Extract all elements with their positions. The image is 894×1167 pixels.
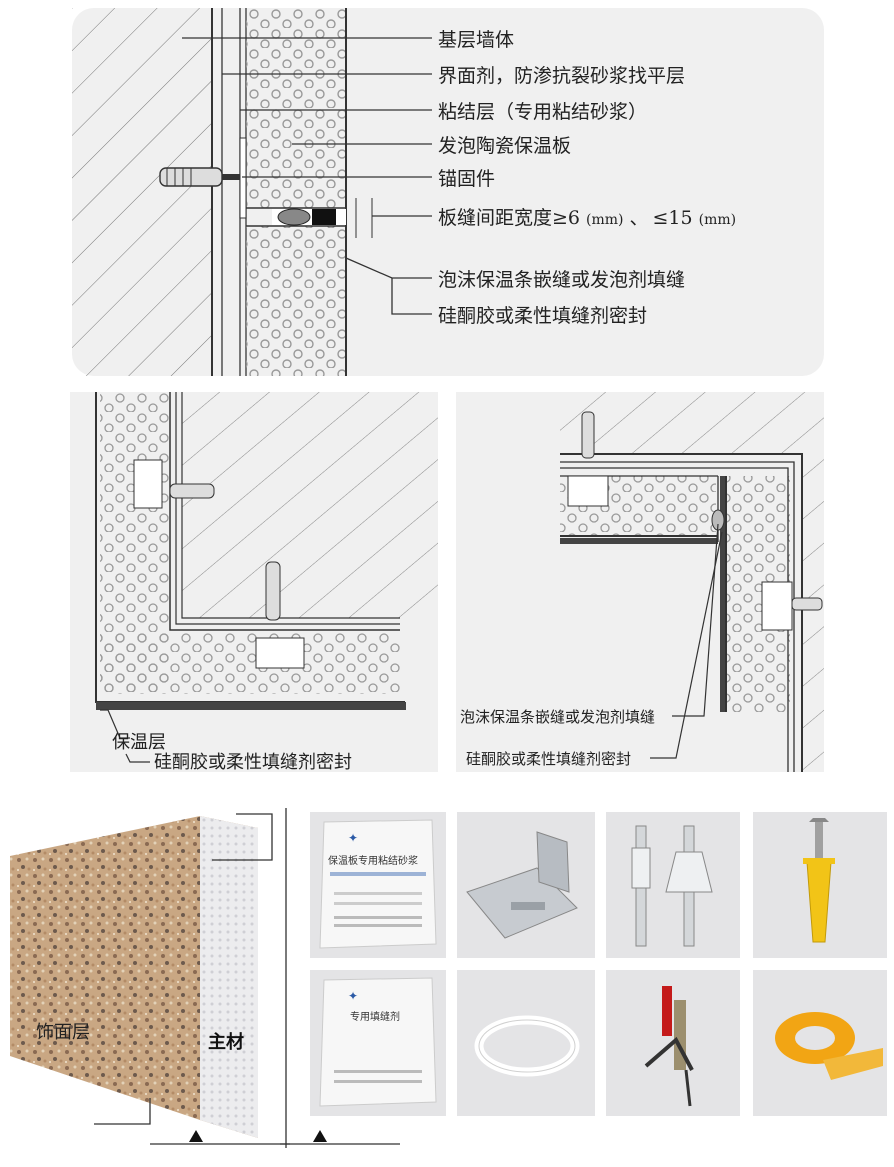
anchor-icon <box>567 411 609 507</box>
left-corner-drawing: 保温层 硅酮胶或柔性填缝剂密封 <box>95 392 438 773</box>
wall-section-drawing: 基层墙体 界面剂，防渗抗裂砂浆找平层 粘结层（专用粘结砂浆） 发泡陶瓷保温板 锚… <box>72 8 736 376</box>
label-base-wall: 基层墙体 <box>438 29 514 51</box>
anchor-icon <box>255 561 305 669</box>
product-expansion-anchors <box>606 812 740 958</box>
base-wall-hatch <box>72 8 212 376</box>
foam-strip-icon <box>277 208 311 226</box>
left-corner-panel: 保温层 硅酮胶或柔性填缝剂密封 <box>70 392 438 773</box>
label-gap-width: 板缝间距宽度≥6(mm)、≤15(mm) <box>438 207 736 229</box>
label-anchor: 锚固件 <box>438 168 495 190</box>
label-bonding-layer: 粘结层（专用粘结砂浆） <box>438 101 647 123</box>
insulation-board-upper <box>246 8 346 208</box>
aux-divider <box>280 808 400 1148</box>
product-metal-bracket <box>457 812 595 958</box>
label-corner-sealant: 硅酮胶或柔性填缝剂密封 <box>154 752 352 772</box>
granite-facing-layer <box>10 816 258 1138</box>
anchor-icon <box>133 459 215 509</box>
triangle-marker-icon <box>313 1130 327 1142</box>
label-corner-sealant-right: 硅酮胶或柔性填缝剂密封 <box>466 750 631 768</box>
product-plastic-anchor <box>753 812 887 958</box>
product-caulking-gun <box>606 970 740 1116</box>
right-corner-drawing: 泡沫保温条嵌缝或发泡剂填缝 硅酮胶或柔性填缝剂密封 <box>460 392 824 774</box>
svg-text:✦: ✦ <box>348 989 358 1003</box>
label-insulation-layer: 保温层 <box>112 732 166 753</box>
anchor-icon <box>159 137 247 219</box>
product-bonding-mortar-bag: ✦ 保温板专用粘结砂浆 <box>310 812 446 958</box>
label-sealant: 硅酮胶或柔性填缝剂密封 <box>438 305 647 327</box>
label-insulation-board: 发泡陶瓷保温板 <box>438 135 571 157</box>
right-corner-panel: 泡沫保温条嵌缝或发泡剂填缝 硅酮胶或柔性填缝剂密封 <box>456 392 824 774</box>
facing-board-illustration: 饰面层 主材 <box>10 813 290 1145</box>
label-facing-layer: 饰面层 <box>36 1022 90 1043</box>
label-interface-agent: 界面剂，防渗抗裂砂浆找平层 <box>438 65 685 87</box>
svg-text:✦: ✦ <box>348 831 358 845</box>
label-foam-filler: 泡沫保温条嵌缝或发泡剂填缝 <box>438 269 685 291</box>
anchor-icon <box>761 581 823 631</box>
insulation-core-layer <box>200 816 258 1138</box>
insulation-board-lower <box>246 226 346 376</box>
wall-section-panel: 基层墙体 界面剂，防渗抗裂砂浆找平层 粘结层（专用粘结砂浆） 发泡陶瓷保温板 锚… <box>72 8 824 376</box>
product-filler-bag: ✦ 专用填缝剂 <box>310 970 446 1116</box>
product-tape-roll <box>753 970 887 1116</box>
label-corner-foam: 泡沫保温条嵌缝或发泡剂填缝 <box>460 708 655 726</box>
triangle-marker-icon <box>189 1130 203 1142</box>
bag2-title: 专用填缝剂 <box>350 1010 400 1023</box>
sealant-icon <box>312 209 336 225</box>
bag1-title: 保温板专用粘结砂浆 <box>328 854 418 867</box>
label-main-material: 主材 <box>208 1031 244 1053</box>
product-foam-strip <box>457 970 595 1116</box>
